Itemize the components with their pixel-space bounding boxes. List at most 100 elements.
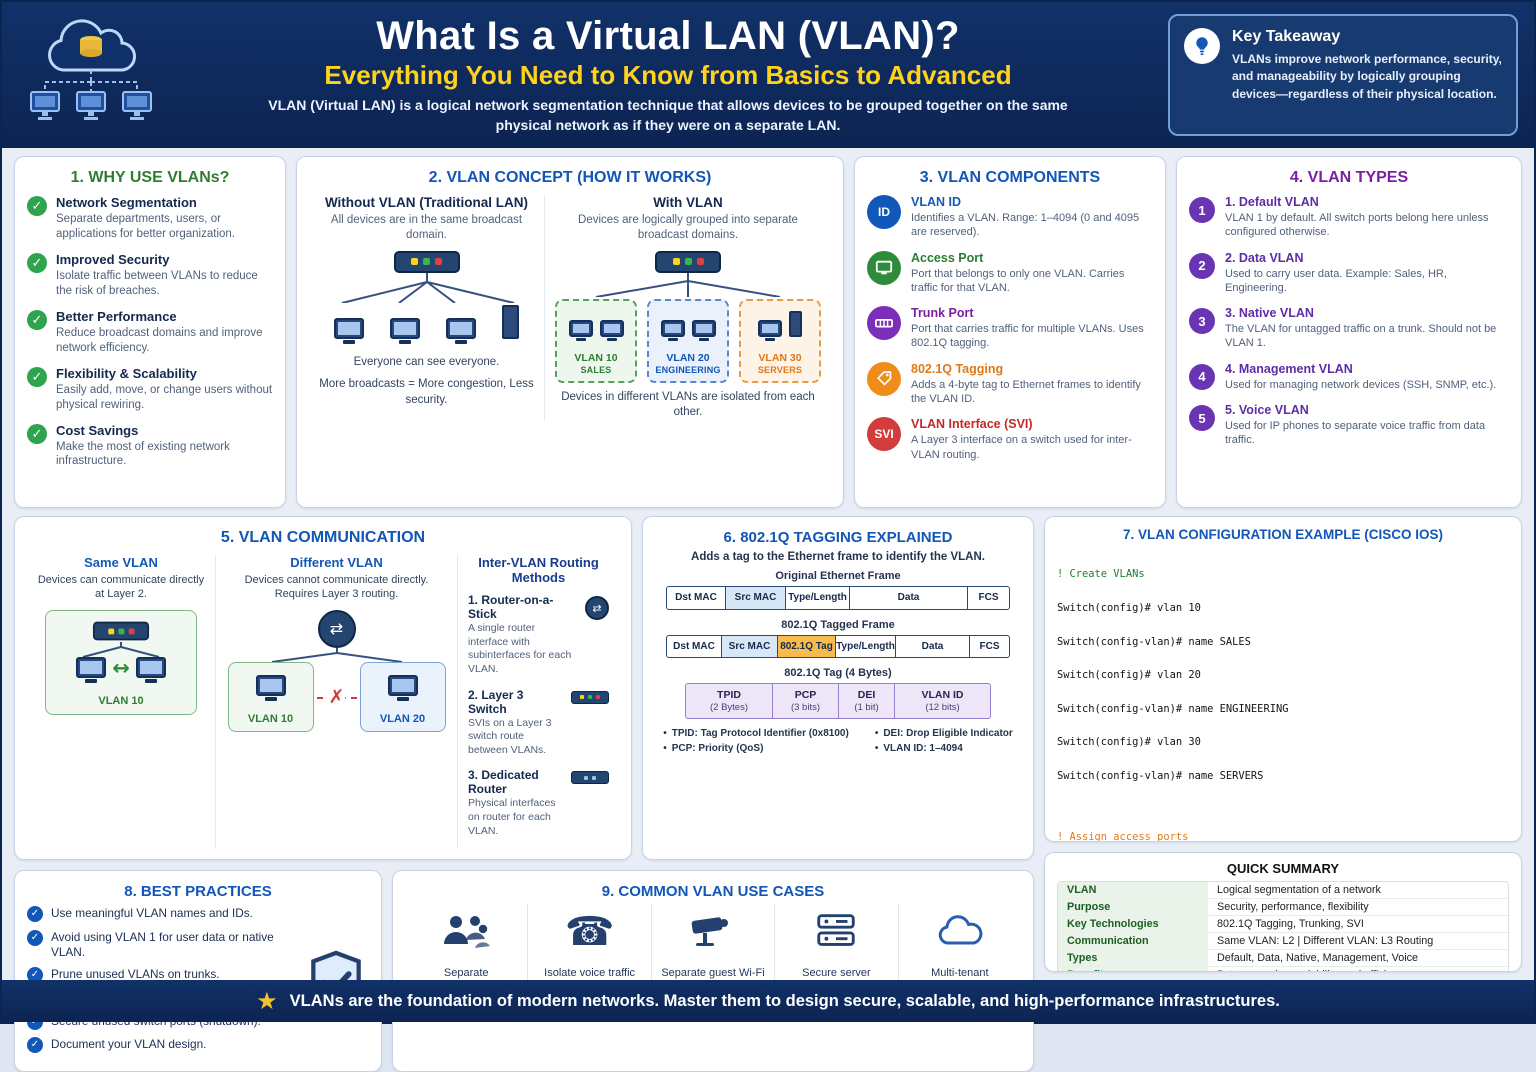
component-text: A Layer 3 interface on a switch used for… [911,434,1132,461]
star-icon: ★ [256,987,278,1015]
tagging-note: •TPID: Tag Protocol Identifier (0x8100) [663,728,849,739]
best-practice-item: ✓Avoid using VLAN 1 for user data or nat… [27,929,291,959]
method-label: 1. Router-on-a-Stick [468,593,554,621]
vlan-type-management: 4 4. Management VLAN Used for managing ne… [1189,362,1509,392]
tag-icon [867,361,901,396]
with-vlan-column: With VLAN Devices are logically grouped … [545,195,831,421]
component-label: VLAN ID [911,195,961,209]
server-tower-icon [502,304,519,339]
section-vlan-concept: 2. VLAN CONCEPT (HOW IT WORKS) Without V… [296,156,844,508]
why-item-text: Make the most of existing network infras… [56,440,230,468]
check-icon: ✓ [27,966,43,983]
pc-icon [390,317,420,344]
page-title: What Is a Virtual LAN (VLAN)? [376,14,960,59]
type-label: 2. Data VLAN [1225,250,1304,265]
bottom-left: 5. VLAN COMMUNICATION Same VLAN Devices … [14,516,1034,1072]
why-item-text: Separate departments, users, or applicat… [56,213,235,240]
vlan-group-label: VLAN 10 [574,351,618,364]
tagging-title: 6. 802.1Q TAGGING EXPLAINED [723,529,953,546]
pc-icon [76,656,107,683]
key-takeaway-card: Key Takeaway VLANs improve network perfo… [1168,14,1518,136]
page-description: VLAN (Virtual LAN) is a logical network … [268,97,1068,133]
different-vlan-text: Devices cannot communicate directly. Req… [244,574,429,601]
why-item-text: Easily add, move, or change users withou… [56,383,273,411]
key-takeaway-body: Key Takeaway VLANs improve network perfo… [1232,28,1502,103]
different-vlan-diagram: VLAN 10 ✗ VLAN 20 [227,661,446,732]
without-vlan-caption1: Everyone can see everyone. [353,355,500,368]
switch-icon [655,250,721,273]
section-why-use-vlans: 1. WHY USE VLANs? ✓ Network Segmentation… [14,156,286,508]
middle-row: 5. VLAN COMMUNICATION Same VLAN Devices … [14,516,1034,861]
component-label: Access Port [911,250,984,265]
vlan-group-label: VLAN 20 [666,351,710,364]
number-badge: 4 [1189,363,1215,390]
component-label: 802.1Q Tagging [911,361,1004,376]
vlan20-label: VLAN 20 [379,712,426,725]
tagged-frame-label: 802.1Q Tagged Frame [781,618,895,631]
type-label: 5. Voice VLAN [1225,403,1309,418]
frame-field-8021q-tag: 802.1Q Tag [778,634,836,658]
cloud-network-icon [18,16,168,134]
component-svi: SVI VLAN Interface (SVI)A Layer 3 interf… [867,417,1153,462]
tag-field-name: PCP [794,689,817,701]
same-vlan-title: Same VLAN [84,555,158,570]
different-vlan-column: Different VLAN Devices cannot communicat… [215,555,457,850]
method-text: SVIs on a Layer 3 switch route between V… [468,716,552,756]
type-text: Used for IP phones to separate voice tra… [1225,420,1486,447]
blocked-x-icon: ✗ [327,685,346,708]
method-layer3-switch: 2. Layer 3 Switch SVIs on a Layer 3 swit… [468,688,609,758]
bottom-area: 5. VLAN COMMUNICATION Same VLAN Devices … [14,516,1522,1072]
blocked-link: ✗ [314,662,360,732]
tagging-note: •DEI: Drop Eligible Indicator [874,728,1013,739]
different-vlan-title: Different VLAN [290,555,383,570]
routing-methods-column: Inter-VLAN Routing Methods 1. Router-on-… [457,555,619,850]
type-text: Used to carry user data. Example: Sales,… [1225,267,1447,294]
access-port-icon [867,250,901,285]
switch-icon [393,250,460,273]
frame-field: FCS [968,586,1010,610]
vlan10-label: VLAN 10 [247,712,294,725]
check-icon: ✓ [27,366,47,387]
tag-field-size: (2 Bytes) [709,702,748,713]
header: What Is a Virtual LAN (VLAN)? Everything… [2,2,1534,148]
section-vlan-communication: 5. VLAN COMMUNICATION Same VLAN Devices … [14,516,632,861]
components-title: 3. VLAN COMPONENTS [919,169,1101,186]
footer: ★ VLANs are the foundation of modern net… [2,980,1534,1022]
without-vlan-column: Without VLAN (Traditional LAN) All devic… [309,195,545,421]
pc-link-row: ↔ [76,656,166,687]
with-vlan-subtitle: Devices are logically grouped into separ… [578,214,798,241]
key-takeaway-text: VLANs improve network performance, secur… [1232,52,1502,101]
type-label: 4. Management VLAN [1225,361,1353,376]
type-text: The VLAN for untagged traffic on a trunk… [1225,323,1497,350]
check-icon: ✓ [27,309,47,330]
config-title: 7. VLAN CONFIGURATION EXAMPLE (CISCO IOS… [1122,527,1443,542]
pc-icon [446,317,476,344]
network-links [595,272,781,297]
lower-row: 8. BEST PRACTICES ✓Use meaningful VLAN n… [14,870,1034,1072]
frame-field: Type/Length [786,586,850,610]
pc-icon [387,674,418,701]
footer-text: VLANs are the foundation of modern netwo… [289,991,1280,1010]
router-icon: ⇄ [317,609,356,648]
voice-phone-icon: ☎ [564,909,615,956]
check-icon: ✓ [27,252,47,273]
with-vlan-caption: Devices in different VLANs are isolated … [561,390,815,419]
tag-field: VLAN ID (12 bits) [895,683,991,719]
method-label: 3. Dedicated Router [468,768,539,797]
same-vlan-label: VLAN 10 [98,694,144,707]
same-vlan-diagram: ↔ VLAN 10 [45,609,197,715]
type-text: Used for managing network devices (SSH, … [1225,378,1497,391]
vlan10-box: VLAN 10 [227,661,314,732]
guest-wifi-camera-icon [689,908,737,956]
why-item-text: Reduce broadcast domains and improve net… [56,326,263,354]
communication-title: 5. VLAN COMMUNICATION [220,529,426,546]
